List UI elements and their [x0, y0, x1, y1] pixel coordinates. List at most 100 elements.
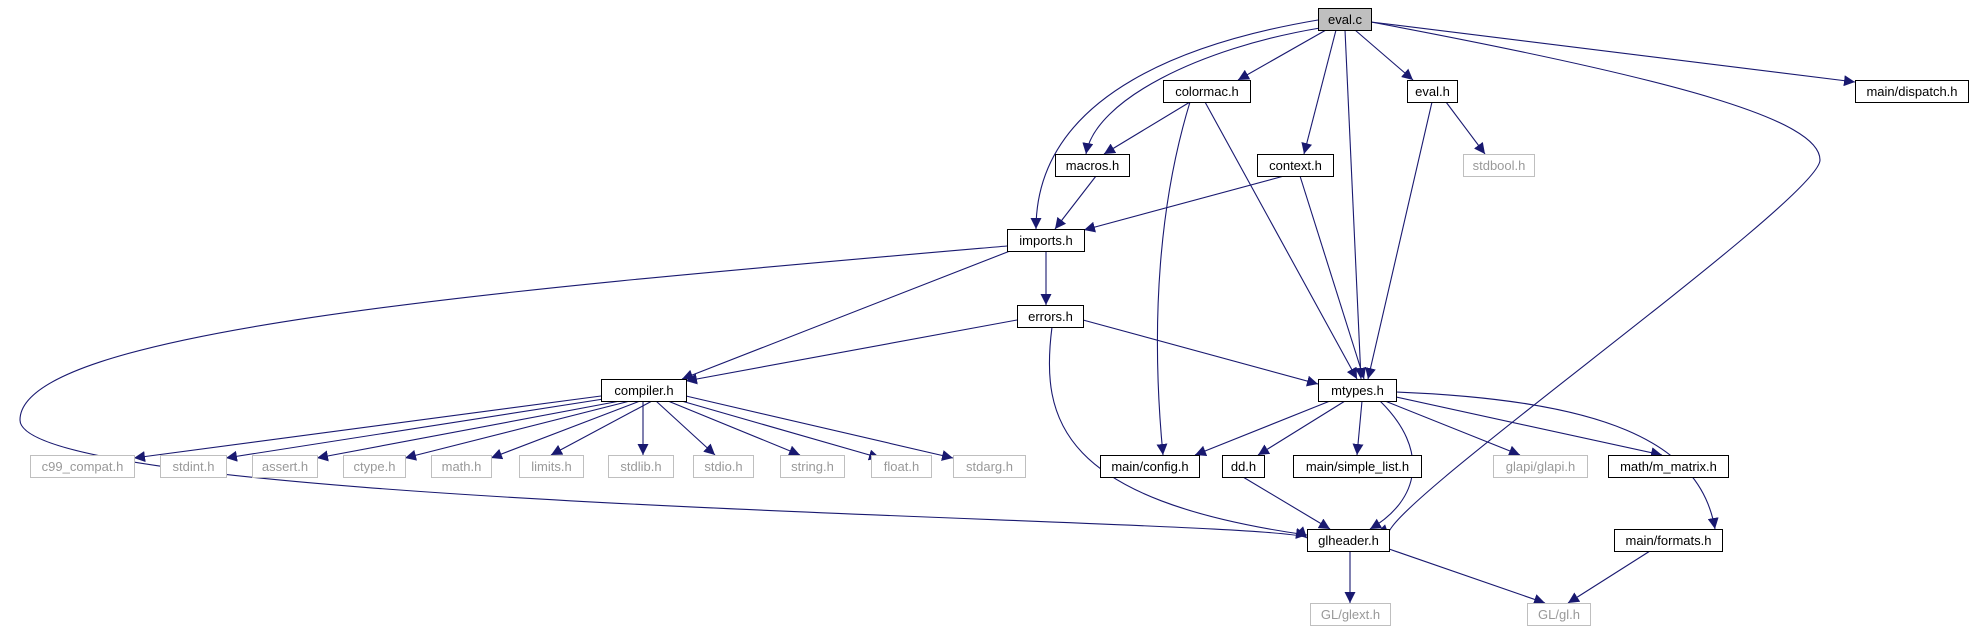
edge-compiler-h-to-stdarg-h — [685, 395, 954, 461]
edge-compiler-h-to-ctype-h — [404, 400, 631, 461]
edge-eval-h-to-mtypes-h — [1365, 101, 1433, 380]
node-stdint-h: stdint.h — [160, 455, 227, 478]
node-string-h: string.h — [780, 455, 845, 478]
node-gl-gl-h: GL/gl.h — [1527, 603, 1591, 626]
node-box — [1293, 455, 1422, 478]
node-label: eval.h — [1415, 84, 1450, 99]
node-context-h[interactable]: context.h — [1257, 154, 1334, 177]
edge-colormac-h-to-macros-h — [1103, 101, 1191, 155]
node-label: imports.h — [1019, 233, 1072, 248]
node-label: stdarg.h — [966, 459, 1013, 474]
node-c99-compat-h: c99_compat.h — [30, 455, 135, 478]
node-label: main/formats.h — [1626, 533, 1712, 548]
edge-compiler-h-to-string-h — [667, 400, 801, 456]
node-box — [1855, 80, 1969, 103]
node-box — [160, 455, 227, 478]
node-box — [1318, 379, 1397, 402]
node-errors-h[interactable]: errors.h — [1017, 305, 1084, 328]
node-label: eval.c — [1328, 12, 1362, 27]
node-colormac-h[interactable]: colormac.h — [1163, 80, 1251, 103]
node-main-simple-list-h[interactable]: main/simple_list.h — [1293, 455, 1422, 478]
edge-errors-h-to-glheader-h — [1048, 326, 1308, 539]
node-label: context.h — [1269, 158, 1322, 173]
node-box — [1310, 603, 1391, 626]
edge-glheader-h-to-gl-gl-h — [1388, 548, 1546, 605]
node-label: ctype.h — [354, 459, 396, 474]
node-label: stdlib.h — [620, 459, 661, 474]
node-label: macros.h — [1066, 158, 1119, 173]
node-box — [871, 455, 932, 478]
edge-imports-h-to-glheader-h — [19, 245, 1308, 539]
edge-colormac-h-to-mtypes-h — [1204, 101, 1358, 380]
edge-eval-c-to-eval-h — [1354, 29, 1414, 81]
node-stdbool-h: stdbool.h — [1463, 154, 1535, 177]
node-box — [1163, 80, 1251, 103]
node-eval-c[interactable]: eval.c — [1318, 8, 1372, 31]
edge-context-h-to-mtypes-h — [1299, 175, 1366, 380]
node-box — [1222, 455, 1265, 478]
node-box — [343, 455, 406, 478]
node-label: stdio.h — [704, 459, 742, 474]
node-box — [693, 455, 754, 478]
edge-compiler-h-to-stdint-h — [225, 397, 611, 462]
node-stdlib-h: stdlib.h — [608, 455, 674, 478]
edge-mtypes-h-to-glapi-glapi-h — [1384, 400, 1521, 457]
node-main-config-h[interactable]: main/config.h — [1100, 455, 1200, 478]
node-mtypes-h[interactable]: mtypes.h — [1318, 379, 1397, 402]
node-eval-h[interactable]: eval.h — [1407, 80, 1458, 103]
node-label: dd.h — [1231, 459, 1256, 474]
node-label: assert.h — [262, 459, 308, 474]
node-label: math.h — [442, 459, 482, 474]
node-label: main/config.h — [1111, 459, 1188, 474]
edge-mtypes-h-to-dd-h — [1257, 400, 1346, 456]
edge-compiler-h-to-assert-h — [316, 400, 621, 462]
edge-errors-h-to-mtypes-h — [1082, 319, 1319, 387]
node-box — [1318, 8, 1372, 31]
node-imports-h[interactable]: imports.h — [1007, 229, 1085, 252]
node-box — [1017, 305, 1084, 328]
node-compiler-h[interactable]: compiler.h — [601, 379, 687, 402]
node-box — [1463, 154, 1535, 177]
node-label: c99_compat.h — [42, 459, 124, 474]
edge-mtypes-h-to-main-formats-h — [1395, 391, 1719, 530]
node-box — [1614, 529, 1723, 552]
node-glapi-glapi-h: glapi/glapi.h — [1493, 455, 1588, 478]
node-box — [780, 455, 845, 478]
node-label: GL/gl.h — [1538, 607, 1580, 622]
node-label: float.h — [884, 459, 919, 474]
node-box — [1055, 154, 1130, 177]
node-macros-h[interactable]: macros.h — [1055, 154, 1130, 177]
node-box — [519, 455, 584, 478]
node-box — [1608, 455, 1729, 478]
edge-main-formats-h-to-gl-gl-h — [1567, 550, 1651, 604]
node-main-formats-h[interactable]: main/formats.h — [1614, 529, 1723, 552]
node-dd-h[interactable]: dd.h — [1222, 455, 1265, 478]
node-glheader-h[interactable]: glheader.h — [1307, 529, 1390, 552]
node-box — [1007, 229, 1085, 252]
edge-compiler-h-to-float-h — [677, 399, 881, 461]
edge-eval-h-to-stdbool-h — [1445, 101, 1486, 155]
nodes-layer: eval.c imports.h macros.h colormac.h context… — [30, 8, 1969, 626]
node-box — [601, 379, 687, 402]
node-label: errors.h — [1028, 309, 1073, 324]
node-label: mtypes.h — [1331, 383, 1384, 398]
node-label: main/simple_list.h — [1306, 459, 1409, 474]
edge-dd-h-to-glheader-h — [1242, 476, 1331, 530]
edge-eval-c-to-glheader-h — [1370, 21, 1821, 537]
node-stdio-h: stdio.h — [693, 455, 754, 478]
node-box — [431, 455, 492, 478]
edge-compiler-h-to-stdio-h — [655, 400, 716, 456]
node-main-dispatch-h[interactable]: main/dispatch.h — [1855, 80, 1969, 103]
node-box — [30, 455, 135, 478]
node-box — [1307, 529, 1390, 552]
node-float-h: float.h — [871, 455, 932, 478]
node-box — [1527, 603, 1591, 626]
edge-imports-h-to-compiler-h — [681, 250, 1011, 381]
node-box — [608, 455, 674, 478]
node-math-m-matrix-h[interactable]: math/m_matrix.h — [1608, 455, 1729, 478]
node-box — [1493, 455, 1588, 478]
node-label: string.h — [791, 459, 834, 474]
node-label: GL/glext.h — [1321, 607, 1380, 622]
node-gl-glext-h: GL/glext.h — [1310, 603, 1391, 626]
edge-eval-c-to-macros-h — [1082, 27, 1321, 155]
